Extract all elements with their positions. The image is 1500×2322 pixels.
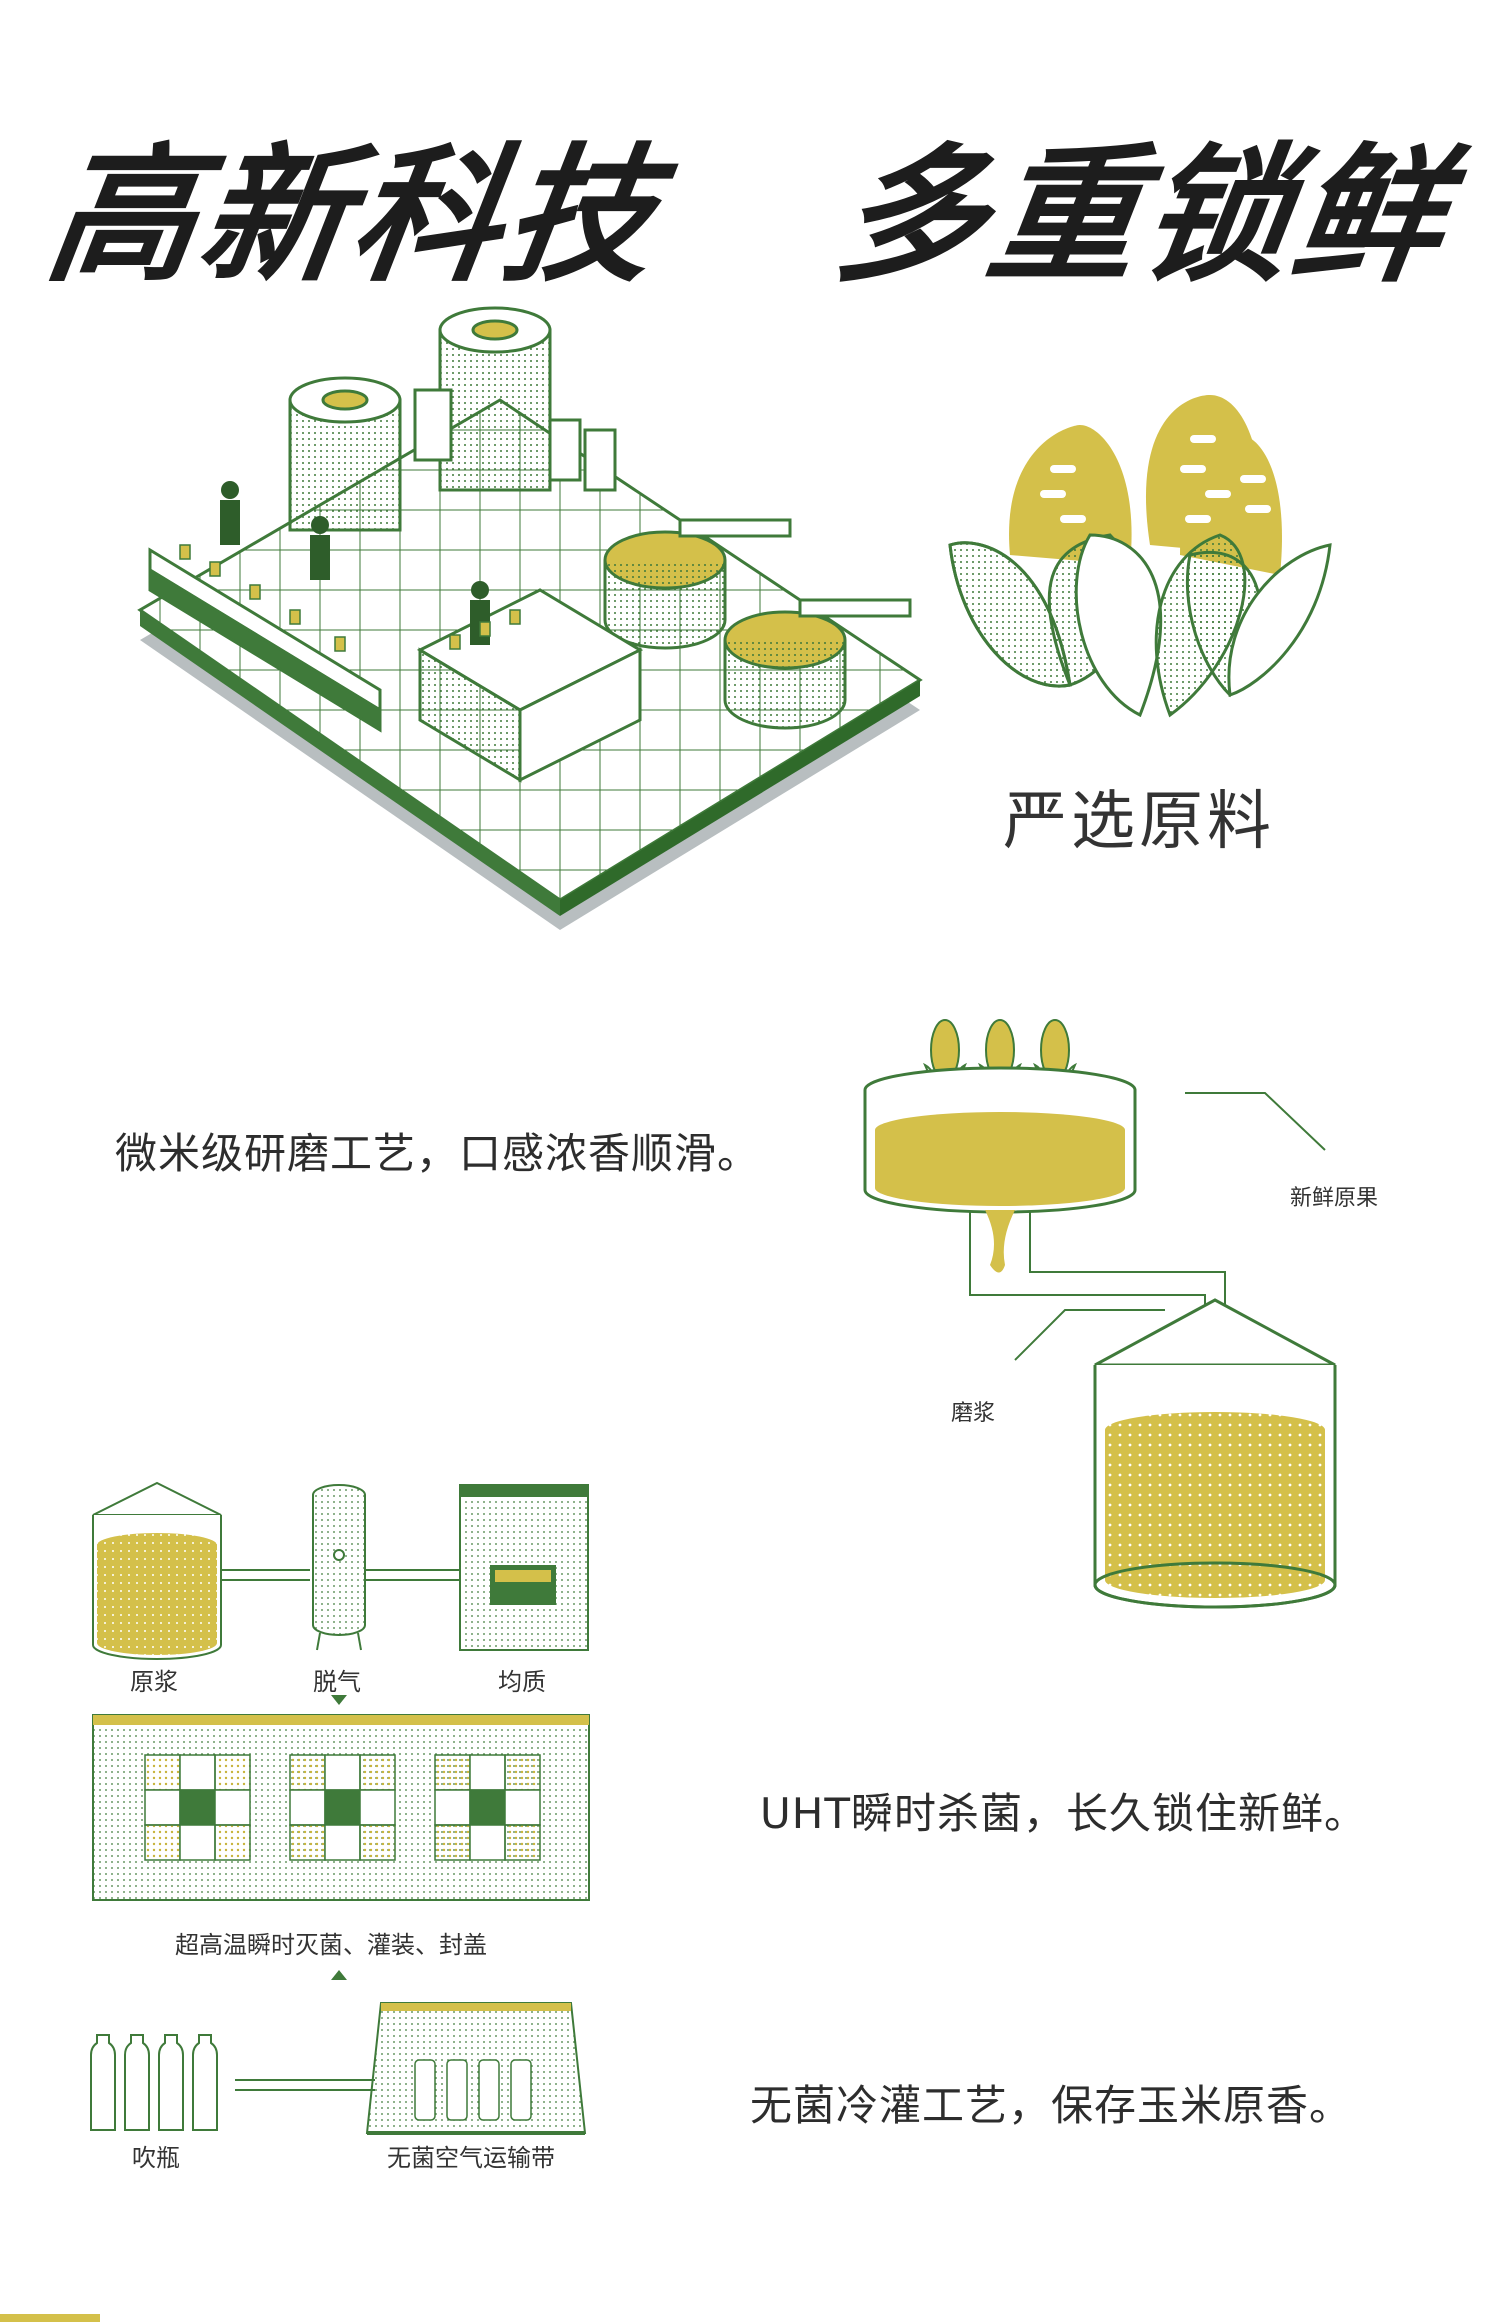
uht-process-diagram xyxy=(90,1481,590,2135)
cold-fill-description: 无菌冷灌工艺，保存玉米原香。 xyxy=(750,2081,1353,2130)
label-sterilize: 超高温瞬时灭菌、灌装、封盖 xyxy=(175,1931,487,1959)
uht-description: UHT瞬时杀菌，长久锁住新鲜。 xyxy=(760,1789,1367,1838)
bottle-icon xyxy=(90,2034,218,2131)
title-left: 高新科技 xyxy=(37,130,670,302)
grinder-tank-icon xyxy=(863,1019,1337,1609)
label-fresh-fruit: 新鲜原果 xyxy=(1290,1186,1379,1211)
page-title: 高新科技 多重锁鲜 xyxy=(0,95,1500,310)
homogenizer-box xyxy=(459,1484,589,1651)
corner-accent xyxy=(0,2314,100,2322)
label-blow-bottle: 吹瓶 xyxy=(132,2144,180,2172)
degas-column xyxy=(312,1484,366,1651)
raw-pulp-tank xyxy=(92,1481,222,1660)
title-right: 多重锁鲜 xyxy=(826,130,1459,302)
label-grind: 磨浆 xyxy=(951,1401,996,1426)
label-raw-pulp: 原浆 xyxy=(130,1668,178,1696)
raw-material-caption: 严选原料 xyxy=(1003,785,1275,859)
label-homogenize: 均质 xyxy=(498,1668,546,1696)
corn-icon xyxy=(948,395,1332,718)
label-degas: 脱气 xyxy=(313,1668,361,1696)
grind-description: 微米级研磨工艺，口感浓香顺滑。 xyxy=(115,1129,761,1178)
factory-illustration xyxy=(137,306,923,930)
conveyor-box xyxy=(365,2002,587,2135)
label-conveyor: 无菌空气运输带 xyxy=(387,2144,555,2172)
sterilization-panel xyxy=(92,1714,590,1901)
